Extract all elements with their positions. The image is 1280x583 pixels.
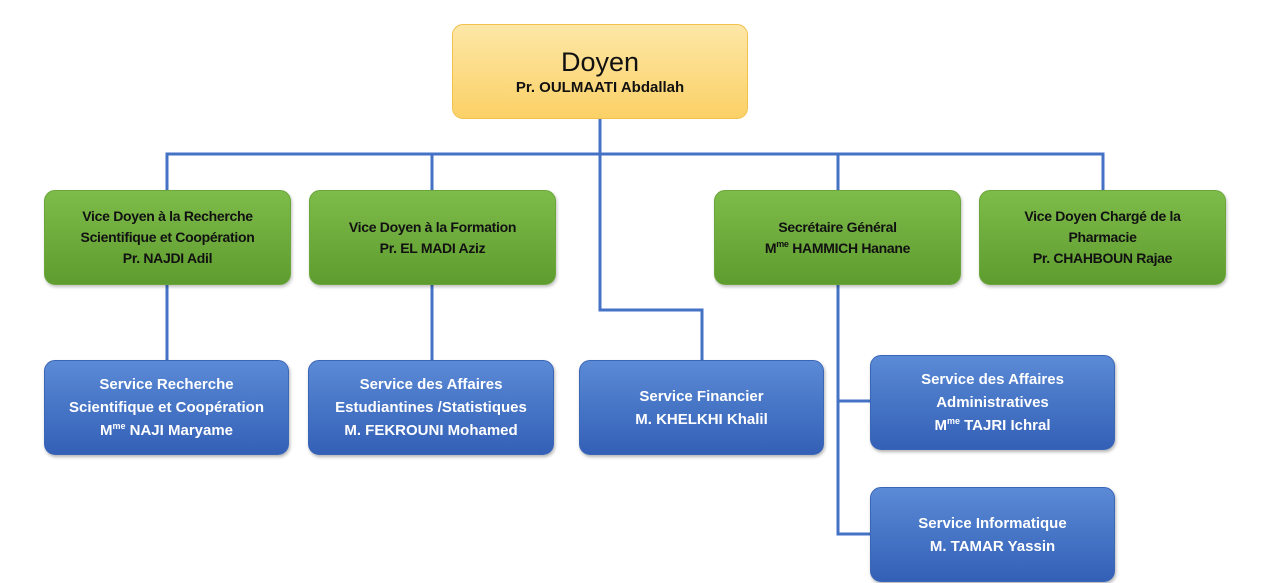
service-administratives-title-1: Service des Affaires [921, 371, 1064, 388]
service-etudiants-title-1: Service des Affaires [359, 376, 503, 393]
secretaire-title: Secrétaire Général [778, 218, 897, 235]
service-etudiants-box: Service des Affaires Estudiantines /Stat… [308, 360, 554, 455]
secretaire-name: Mme HAMMICH Hanane [764, 238, 911, 256]
vice-pharmacie-title-2: Pharmacie [1068, 229, 1137, 245]
service-recherche-title-1: Service Recherche [99, 376, 234, 393]
vice-dean-formation-box: Vice Doyen à la Formation Pr. EL MADI Az… [309, 190, 556, 285]
connector-top-bus [165, 152, 1105, 190]
service-informatique-box: Service Informatique M. TAMAR Yassin [870, 487, 1115, 582]
service-administratives-name: Mme TAJRI Ichral [934, 416, 1051, 435]
vice-recherche-name: Pr. NAJDI Adil [122, 250, 213, 266]
dean-box: Doyen Pr. OULMAATI Abdallah [452, 24, 748, 119]
vice-formation-name: Pr. EL MADI Aziz [379, 239, 486, 256]
vice-formation-title: Vice Doyen à la Formation [348, 218, 517, 235]
vice-dean-recherche-box: Vice Doyen à la Recherche Scientifique e… [44, 190, 291, 285]
service-recherche-title-2: Scientifique et Coopération [68, 399, 264, 416]
service-financier-title: Service Financier [639, 387, 764, 405]
service-etudiants-title-2: Estudiantines /Statistiques [335, 399, 527, 416]
service-recherche-box: Service Recherche Scientifique et Coopér… [44, 360, 289, 455]
secretaire-general-box: Secrétaire Général Mme HAMMICH Hanane [714, 190, 961, 285]
dean-title: Doyen [560, 46, 640, 77]
service-administratives-box: Service des Affaires Administratives Mme… [870, 355, 1115, 450]
vice-recherche-title-2: Scientifique et Coopération [80, 229, 255, 245]
connector-dean-trunk [598, 118, 704, 360]
connector-secretaire-services [836, 284, 871, 536]
service-financier-box: Service Financier M. KHELKHI Khalil [579, 360, 824, 455]
vice-dean-pharmacie-box: Vice Doyen Chargé de la Pharmacie Pr. CH… [979, 190, 1226, 285]
dean-name: Pr. OULMAATI Abdallah [515, 78, 685, 96]
vice-pharmacie-title-1: Vice Doyen Chargé de la [1024, 208, 1181, 224]
service-administratives-title-2: Administratives [936, 394, 1049, 411]
service-informatique-title: Service Informatique [918, 514, 1067, 532]
vice-recherche-title-1: Vice Doyen à la Recherche [82, 208, 253, 224]
service-recherche-name: Mme NAJI Maryame [99, 421, 234, 440]
service-informatique-name: M. TAMAR Yassin [929, 537, 1056, 555]
service-etudiants-name: M. FEKROUNI Mohamed [344, 422, 518, 439]
vice-pharmacie-name: Pr. CHAHBOUN Rajae [1032, 250, 1173, 266]
service-financier-name: M. KHELKHI Khalil [635, 410, 768, 428]
